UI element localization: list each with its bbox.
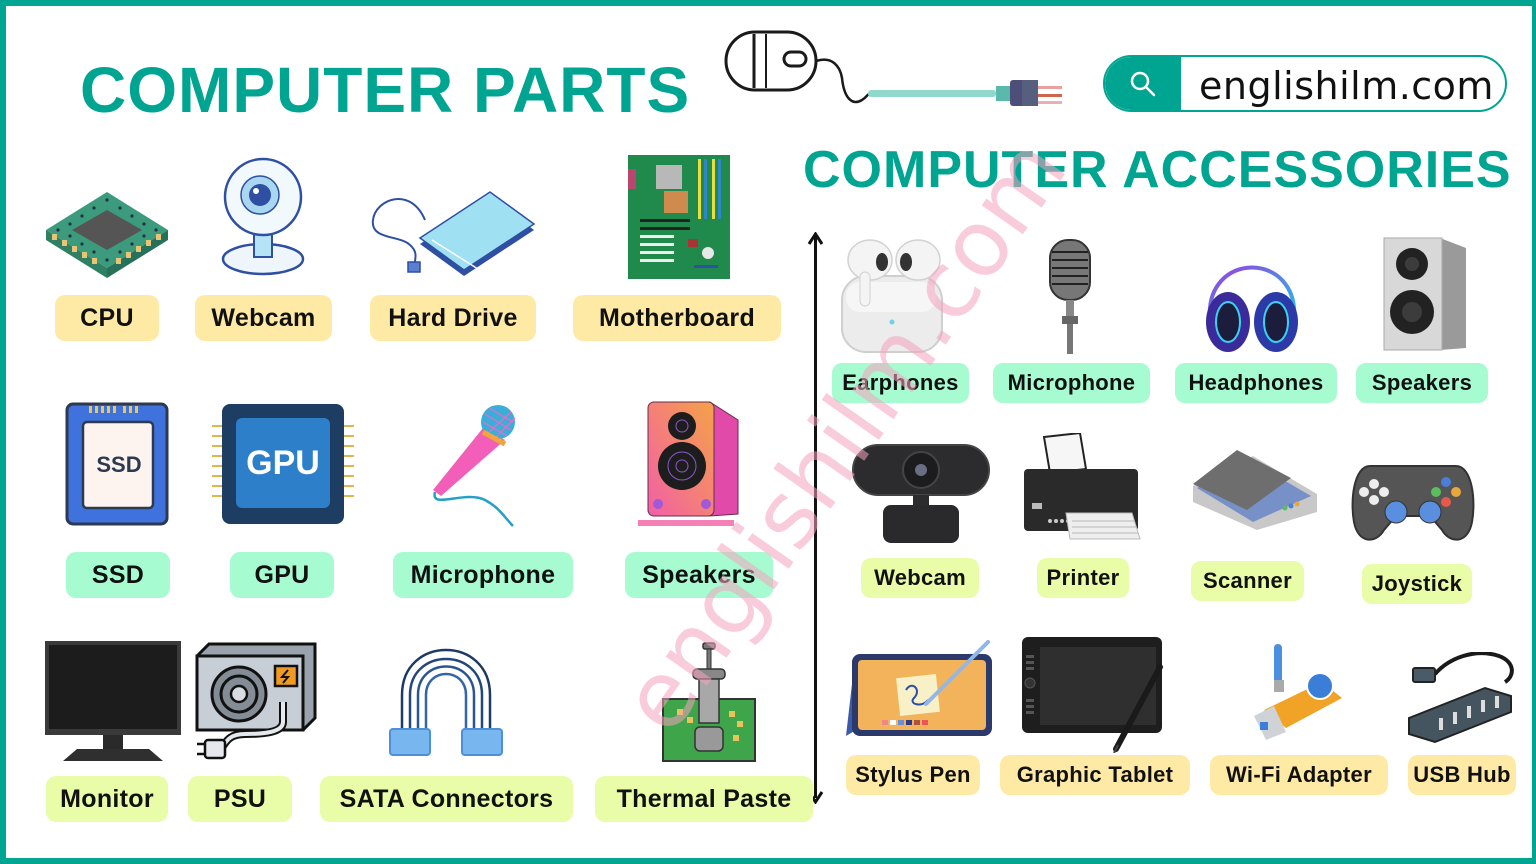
svg-text:SSD: SSD (96, 452, 141, 477)
accessory-label-speakers: Speakers (1356, 363, 1488, 403)
sata-cable-icon (389, 648, 503, 756)
section-divider (814, 236, 817, 798)
headphones-icon (1206, 265, 1298, 352)
part-label-speakers: Speakers (625, 552, 773, 598)
part-label-sata-connectors: SATA Connectors (320, 776, 573, 822)
accessory-label-stylus-pen: Stylus Pen (846, 755, 980, 795)
accessory-label-scanner: Scanner (1191, 561, 1304, 601)
part-label-cpu: CPU (55, 295, 159, 341)
earbuds-icon (841, 239, 943, 353)
printer-icon (1024, 433, 1141, 540)
part-label-microphone: Microphone (393, 552, 573, 598)
usb-hub-icon (1408, 652, 1514, 744)
computer-accessories-title: COMPUTER ACCESSORIES (803, 141, 1512, 199)
svg-text:GPU: GPU (246, 444, 320, 482)
part-label-hard-drive: Hard Drive (370, 295, 536, 341)
part-label-thermal-paste: Thermal Paste (595, 776, 813, 822)
accessory-label-earphones: Earphones (832, 363, 969, 403)
mouse-cable-plug-icon (724, 30, 1062, 106)
gpu-chip-icon: GPU (212, 404, 354, 524)
tower-speaker-icon (1383, 237, 1466, 351)
cpu-chip-icon (46, 192, 168, 278)
scanner-icon (1193, 450, 1317, 530)
computer-parts-title: COMPUTER PARTS (80, 54, 691, 126)
external-hard-drive-icon (371, 191, 536, 276)
monitor-icon (45, 641, 181, 761)
power-supply-icon (195, 642, 317, 760)
part-label-webcam: Webcam (195, 295, 332, 341)
accessory-label-headphones: Headphones (1175, 363, 1337, 403)
gamepad-icon (1351, 465, 1475, 541)
graphic-tablet-icon (1022, 637, 1163, 753)
tablet-stylus-icon (846, 640, 992, 736)
accessory-label-usb-hub: USB Hub (1408, 755, 1516, 795)
part-label-gpu: GPU (230, 552, 334, 598)
speaker-icon (638, 401, 739, 526)
part-label-motherboard: Motherboard (573, 295, 781, 341)
accessory-label-webcam: Webcam (861, 558, 979, 598)
accessory-label-joystick: Joystick (1362, 564, 1472, 604)
webcam-icon (852, 444, 990, 543)
accessory-label-wifi-adapter: Wi-Fi Adapter (1210, 755, 1388, 795)
search-icon (1130, 71, 1156, 96)
motherboard-icon (628, 155, 730, 279)
handheld-microphone-icon (433, 405, 516, 527)
studio-microphone-icon (1049, 239, 1091, 354)
part-label-monitor: Monitor (46, 776, 168, 822)
site-search-bar[interactable]: englishilm.com (1103, 55, 1507, 112)
part-label-psu: PSU (188, 776, 292, 822)
webcam-icon (221, 157, 305, 276)
arrow-up-icon (807, 232, 824, 245)
accessory-label-graphic-tablet: Graphic Tablet (1000, 755, 1190, 795)
search-text[interactable]: englishilm.com (1199, 64, 1494, 108)
wifi-usb-adapter-icon (1254, 644, 1342, 740)
accessory-label-printer: Printer (1037, 558, 1129, 598)
thermal-paste-syringe-icon (662, 642, 756, 762)
search-button[interactable] (1105, 57, 1181, 110)
accessory-label-microphone: Microphone (993, 363, 1150, 403)
ssd-icon: SSD (65, 402, 169, 526)
part-label-ssd: SSD (66, 552, 170, 598)
